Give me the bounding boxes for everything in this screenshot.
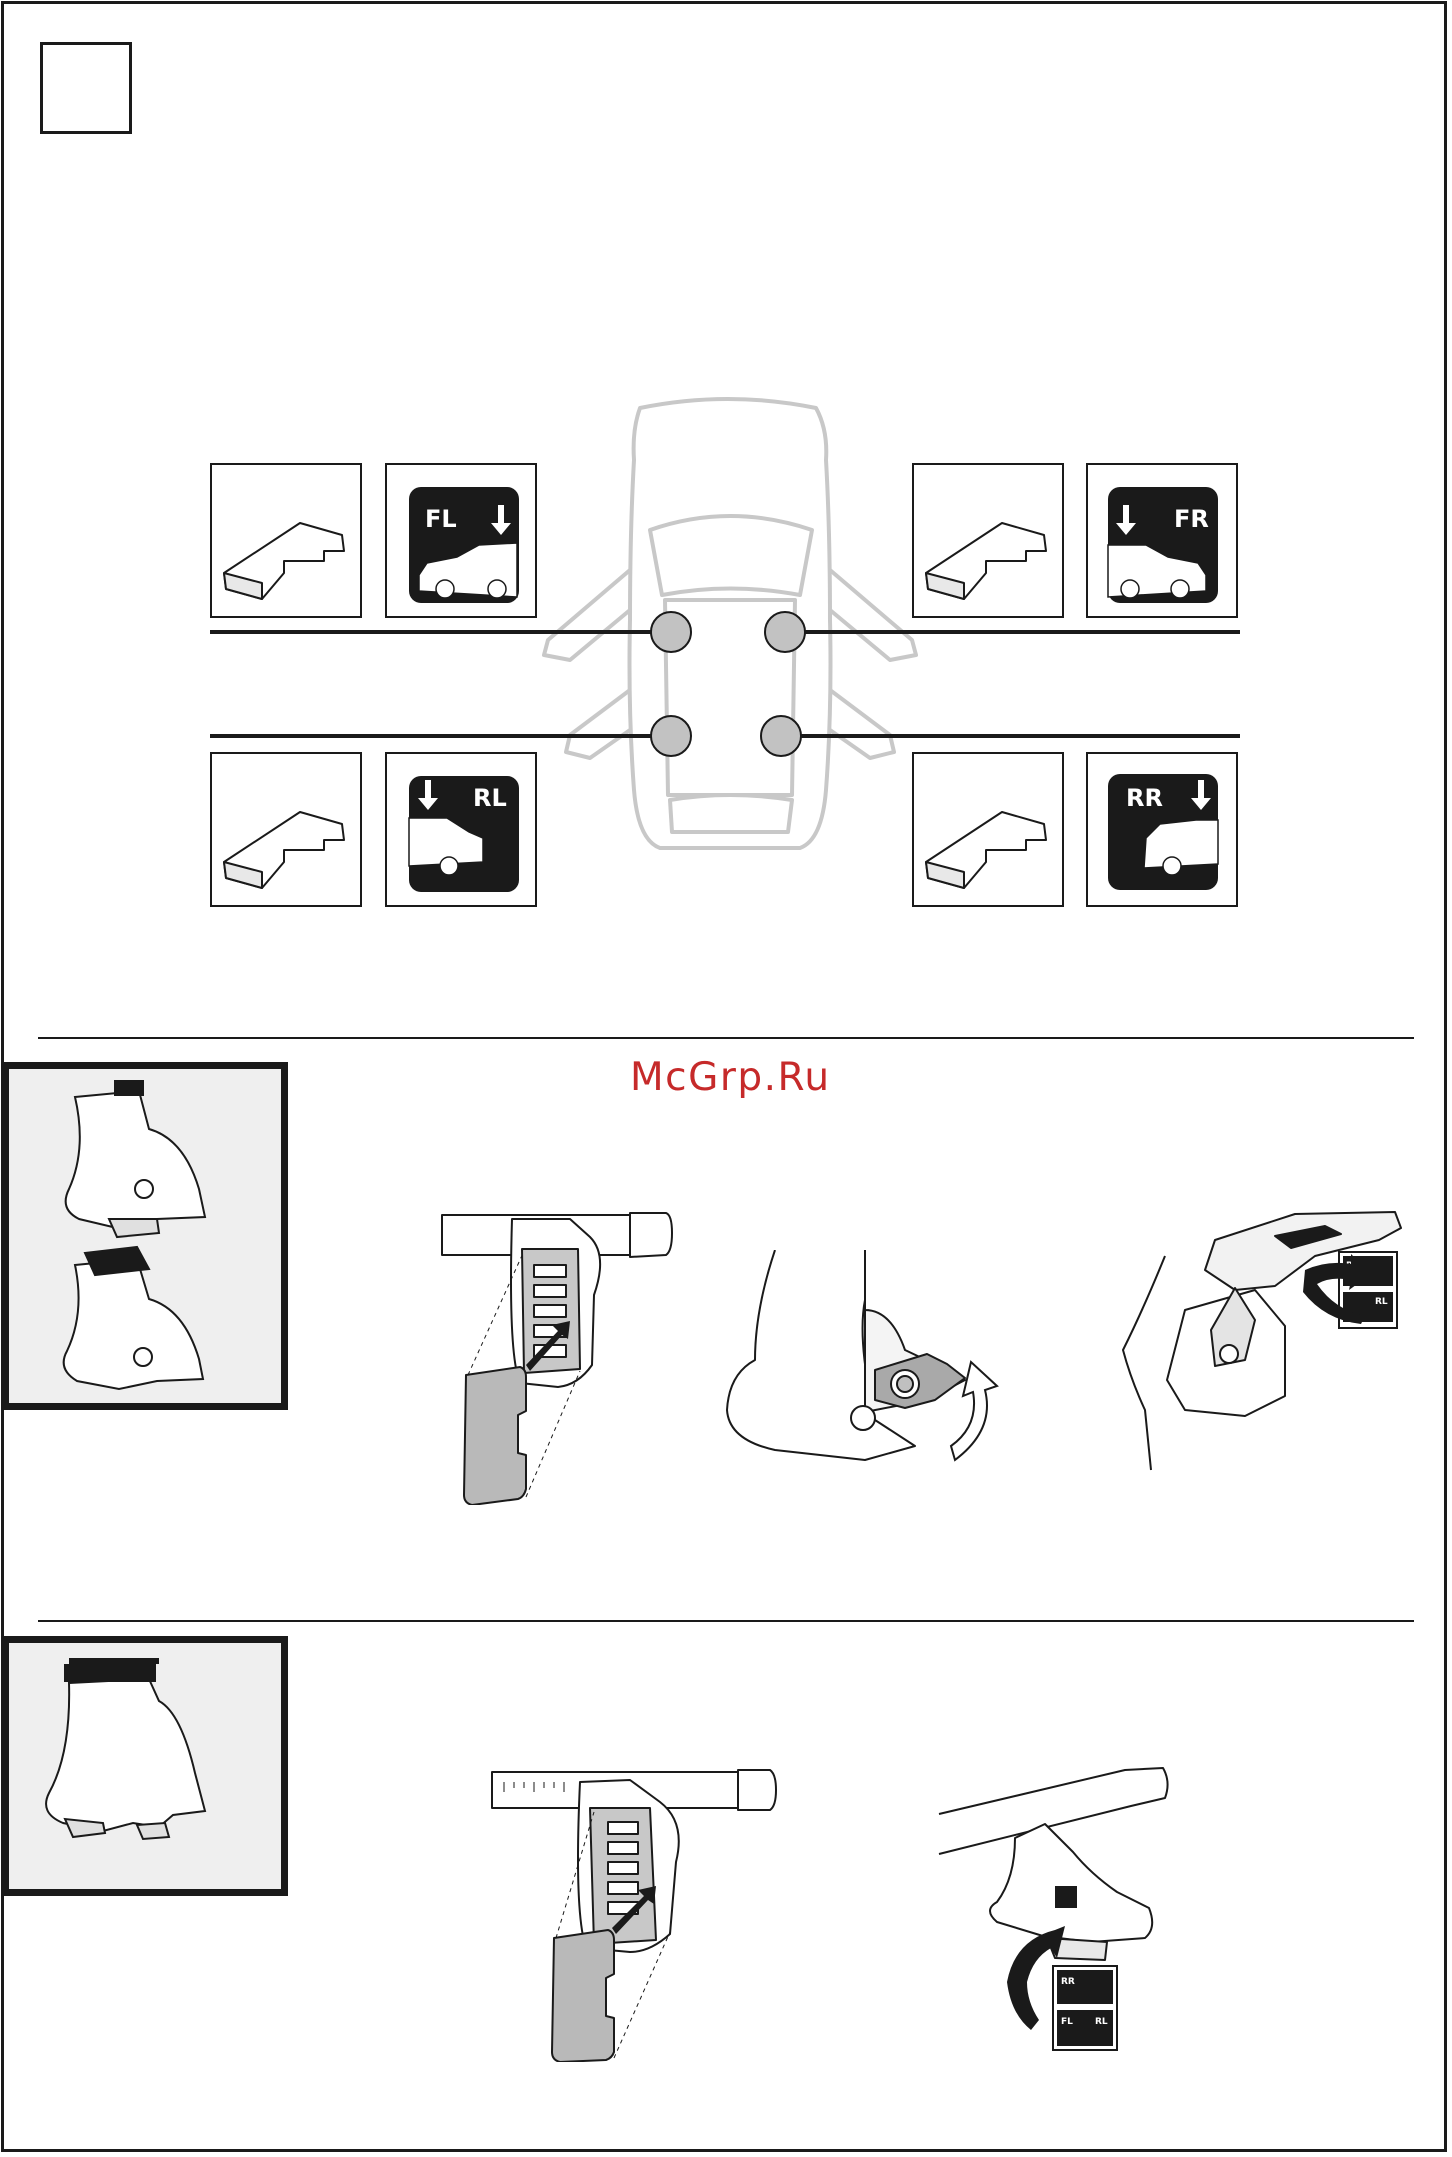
foot-variant-panel-a — [2, 1062, 288, 1410]
car-sticker-icon: RR — [1088, 754, 1236, 905]
foot-pad-tile-front-right — [912, 463, 1064, 618]
foot-pad-icon — [212, 754, 360, 905]
marker-front-left — [651, 612, 691, 652]
sticker-tile-rear-left: RL — [385, 752, 537, 907]
sticker-tile-front-right: FR — [1086, 463, 1238, 618]
mini-sticker-label-rr-2: RR — [1061, 1977, 1075, 1987]
watermark: McGrp.Ru — [630, 1055, 831, 1100]
section-divider — [38, 1620, 1414, 1622]
apply-sticker-illustration: RR RL — [1105, 1200, 1405, 1475]
foot-pad-tile-rear-right — [912, 752, 1064, 907]
roof-foot-illustration — [9, 1643, 281, 1889]
marker-front-right — [765, 612, 805, 652]
insert-pad-scaled-bar-illustration — [490, 1762, 780, 2062]
mini-sticker-label-fl: FL — [1061, 2017, 1073, 2027]
open-cover-illustration — [715, 1250, 1035, 1480]
sticker-label-rr: RR — [1126, 784, 1163, 812]
front-right-line — [785, 630, 1240, 634]
foot-pad-tile-front-left — [210, 463, 362, 618]
section-divider — [38, 1037, 1414, 1039]
sticker-label-fl: FL — [425, 505, 457, 533]
car-sticker-icon: FR — [1088, 465, 1236, 616]
sticker-label-rl: RL — [473, 784, 507, 812]
car-sticker-icon: RL — [387, 754, 535, 905]
mounting-markers — [640, 600, 820, 770]
step-number-box — [40, 42, 132, 134]
foot-pad-icon — [914, 754, 1062, 905]
insert-pad-illustration — [440, 1205, 680, 1505]
sticker-tile-front-left: FL — [385, 463, 537, 618]
front-left-line — [210, 630, 672, 634]
sticker-tile-rear-right: RR — [1086, 752, 1238, 907]
foot-variant-panel-b — [2, 1636, 288, 1896]
foot-pad-tile-rear-left — [210, 752, 362, 907]
mini-sticker-label-rl: RL — [1375, 1297, 1388, 1307]
marker-rear-right — [761, 716, 801, 756]
foot-pad-icon — [212, 465, 360, 616]
marker-rear-left — [651, 716, 691, 756]
car-sticker-icon: FL — [387, 465, 535, 616]
sticker-label-fr: FR — [1174, 505, 1209, 533]
foot-pad-icon — [914, 465, 1062, 616]
rear-left-line — [210, 734, 672, 738]
rear-right-line — [785, 734, 1240, 738]
roof-foot-illustration — [9, 1069, 281, 1403]
mini-sticker-label-rl-2: RL — [1095, 2017, 1108, 2027]
apply-sticker-side-illustration: RR FL RL — [935, 1762, 1175, 2054]
